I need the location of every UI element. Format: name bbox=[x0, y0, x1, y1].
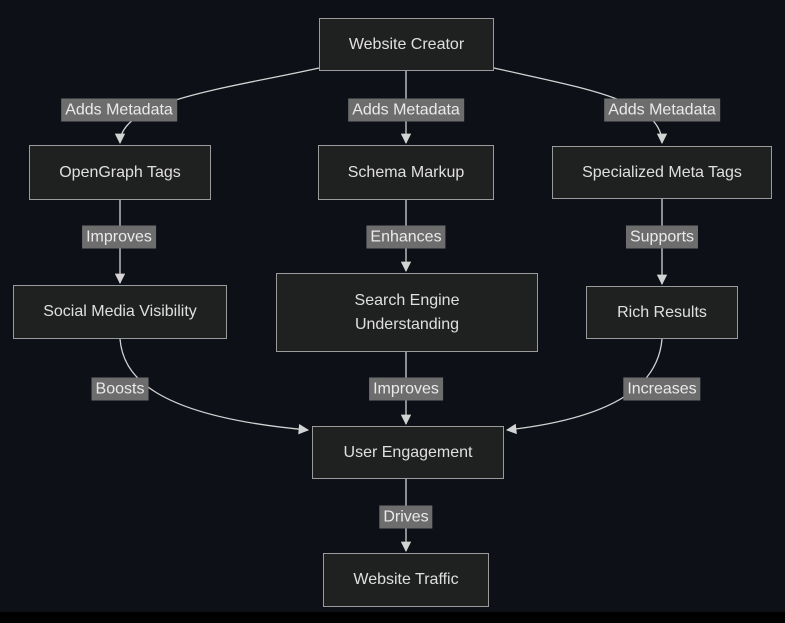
node-search-engine-understanding: Search Engine Understanding bbox=[276, 273, 538, 352]
edge-label-drives: Drives bbox=[379, 505, 433, 529]
node-label: OpenGraph Tags bbox=[59, 163, 181, 181]
node-label: User Engagement bbox=[343, 443, 473, 461]
node-label: Website Creator bbox=[348, 35, 465, 53]
edge-label-enhances: Enhances bbox=[366, 225, 446, 249]
edge-social-engagement bbox=[119, 338, 310, 435]
edge-label-boosts: Boosts bbox=[91, 377, 149, 401]
edge-label-improves-left: Improves bbox=[82, 225, 156, 249]
node-schema-markup: Schema Markup bbox=[318, 145, 494, 200]
edge-label-adds-metadata-right: Adds Metadata bbox=[604, 98, 720, 122]
node-rich-results: Rich Results bbox=[586, 286, 738, 339]
node-website-traffic: Website Traffic bbox=[323, 553, 489, 607]
node-label: Search Engine Understanding bbox=[354, 291, 460, 333]
node-specialized-meta-tags: Specialized Meta Tags bbox=[552, 146, 772, 199]
node-opengraph-tags: OpenGraph Tags bbox=[29, 145, 211, 200]
node-label: Specialized Meta Tags bbox=[582, 163, 742, 181]
node-social-media-visibility: Social Media Visibility bbox=[13, 285, 227, 339]
node-label: Rich Results bbox=[617, 303, 707, 321]
node-label: Website Traffic bbox=[353, 571, 459, 588]
node-label: Schema Markup bbox=[347, 163, 465, 181]
edge-label-improves-center: Improves bbox=[369, 377, 443, 401]
edge-label-adds-metadata-center: Adds Metadata bbox=[348, 98, 464, 122]
node-website-creator: Website Creator bbox=[319, 18, 494, 71]
node-label: Social Media Visibility bbox=[43, 303, 197, 320]
edge-label-supports: Supports bbox=[625, 225, 699, 249]
edge-label-adds-metadata-left: Adds Metadata bbox=[61, 98, 177, 122]
edge-wc-specialized bbox=[493, 67, 668, 145]
edge-label-increases: Increases bbox=[623, 377, 701, 401]
node-user-engagement: User Engagement bbox=[312, 426, 504, 479]
edge-wc-opengraph bbox=[114, 67, 320, 145]
